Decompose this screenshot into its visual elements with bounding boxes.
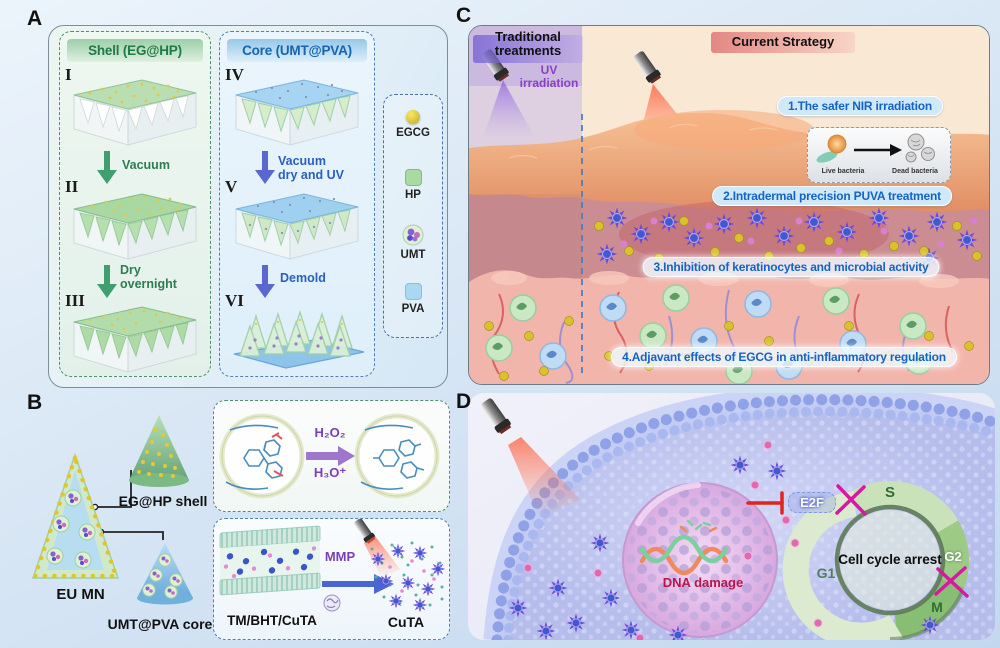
legend-egcg-label: EGCG [396, 127, 430, 139]
panel-a-label: A [27, 7, 43, 30]
core-cone-label: UMT@PVA core [107, 616, 213, 632]
dna-damage-label: DNA damage [662, 575, 744, 590]
legend-pva-label: PVA [401, 303, 425, 315]
inhibition-tbar [746, 491, 784, 515]
panel-b-artwork [31, 415, 193, 605]
phase-g1-label: G1 [816, 565, 836, 581]
vacuum-uv-arrow-icon [255, 151, 275, 184]
pink-dots [620, 217, 978, 255]
step-label-iii: III [65, 291, 85, 310]
phase-s-label: S [884, 484, 895, 501]
current-strategy-label: Current Strategy [731, 34, 835, 49]
cell-cycle-arrest-label: Cell cycle arrest [838, 552, 942, 567]
live-bacteria-label: Live bacteria [821, 168, 865, 175]
panel-b-label: B [27, 391, 43, 414]
eu-mn-label: EU MN [56, 586, 105, 603]
pva-square-icon [405, 283, 422, 300]
mold-step5-illustration [235, 193, 359, 260]
legend-hp-label: HP [405, 189, 421, 201]
pink-dots-cell [523, 440, 823, 640]
dry-arrow-icon [97, 265, 117, 298]
point2-badge: 2.Intradermal precision PUVA treatment [712, 186, 952, 206]
mmp-label: MMP [324, 549, 356, 564]
vacuum-arrow-icon [97, 151, 117, 184]
step-label-v: V [225, 177, 238, 196]
oxidation-artwork [219, 413, 440, 499]
phase-g2-label: G2 [944, 549, 962, 564]
umt-particles-in-triangle [46, 489, 96, 569]
nir-torch-icon-d [478, 396, 513, 436]
point3-badge: 3.Inhibition of keratinocytes and microb… [642, 257, 940, 277]
dna-helix [639, 519, 729, 576]
vacuum-arrow-label: Vacuum [122, 158, 170, 172]
panel-b-microneedle-composition: EU MN EG@HP shell UMT@PVA core [25, 390, 455, 648]
shell-cone [129, 415, 189, 487]
legend-umt-label: UMT [400, 249, 426, 261]
shell-cone-label: EG@HP shell [118, 493, 208, 509]
uv-beam [483, 80, 535, 138]
current-strategy-band [711, 32, 855, 53]
cell-artwork [478, 393, 995, 640]
step-label-vi: VI [225, 291, 244, 310]
shell-header: Shell (EG@HP) [67, 39, 203, 62]
mold-step4-illustration [235, 79, 359, 146]
dead-bacteria-label: Dead bacteria [892, 168, 938, 175]
shell-process-box: Shell (EG@HP) I Vacuum II [59, 31, 211, 377]
core-header: Core (UMT@PVA) [227, 39, 367, 62]
mold-step2-illustration [73, 193, 197, 260]
step-label-iv: IV [225, 65, 244, 84]
cycle-block-crosses [835, 484, 969, 598]
h3o-label: H₃O⁺ [313, 465, 347, 480]
panel-c-label: C [456, 4, 472, 27]
traditional-band [473, 35, 583, 63]
nir-beam-d [508, 437, 580, 519]
panel-d-label: D [456, 390, 472, 413]
phase-m-label: M [931, 599, 943, 615]
point4-badge: 4.Adjavant effects of EGCG in anti-infla… [611, 347, 957, 367]
materials-legend: EGCG HP UMT PVA [383, 94, 443, 338]
core-cone [137, 543, 193, 605]
cuta-released-cloud [370, 541, 446, 613]
tm-bht-cuta-label: TM/BHT/CuTA [227, 613, 317, 628]
cuta-label: CuTA [387, 614, 425, 630]
cuta-release-box: MMP TM/BHT/CuTA CuTA [213, 518, 450, 640]
demold-arrow-label: Demold [280, 271, 326, 285]
point1-badge: 1.The safer NIR irradiation [777, 96, 943, 116]
lipid-membrane [219, 525, 321, 596]
cuta-release-artwork [219, 519, 446, 613]
egcg-oxidation-box: H₂O₂ H₃O⁺ [213, 400, 450, 512]
step-label-i: I [65, 65, 72, 84]
egcg-sphere-icon [406, 110, 420, 124]
mold-step1-illustration [73, 79, 197, 146]
h2o2-label: H₂O₂ [314, 425, 346, 440]
step-label-ii: II [65, 177, 79, 196]
mmp-enzyme-icon [323, 594, 341, 612]
hp-square-icon [405, 169, 422, 186]
panel-a-fabrication: Shell (EG@HP) I Vacuum II [48, 25, 448, 388]
umt-cluster-icon [402, 224, 424, 246]
bacteria-inset: Live bacteria Dead bacteria [807, 127, 951, 183]
panel-d-cell-mechanism: E2F DNA damage Cell cycle arrest S G2 M … [468, 393, 995, 640]
mold-step3-illustration [73, 306, 197, 373]
e2f-label: E2F [788, 492, 836, 513]
bacteria-inset-artwork [816, 133, 935, 163]
microneedle-patch-illustration [233, 309, 365, 369]
demold-arrow-icon [255, 265, 275, 298]
